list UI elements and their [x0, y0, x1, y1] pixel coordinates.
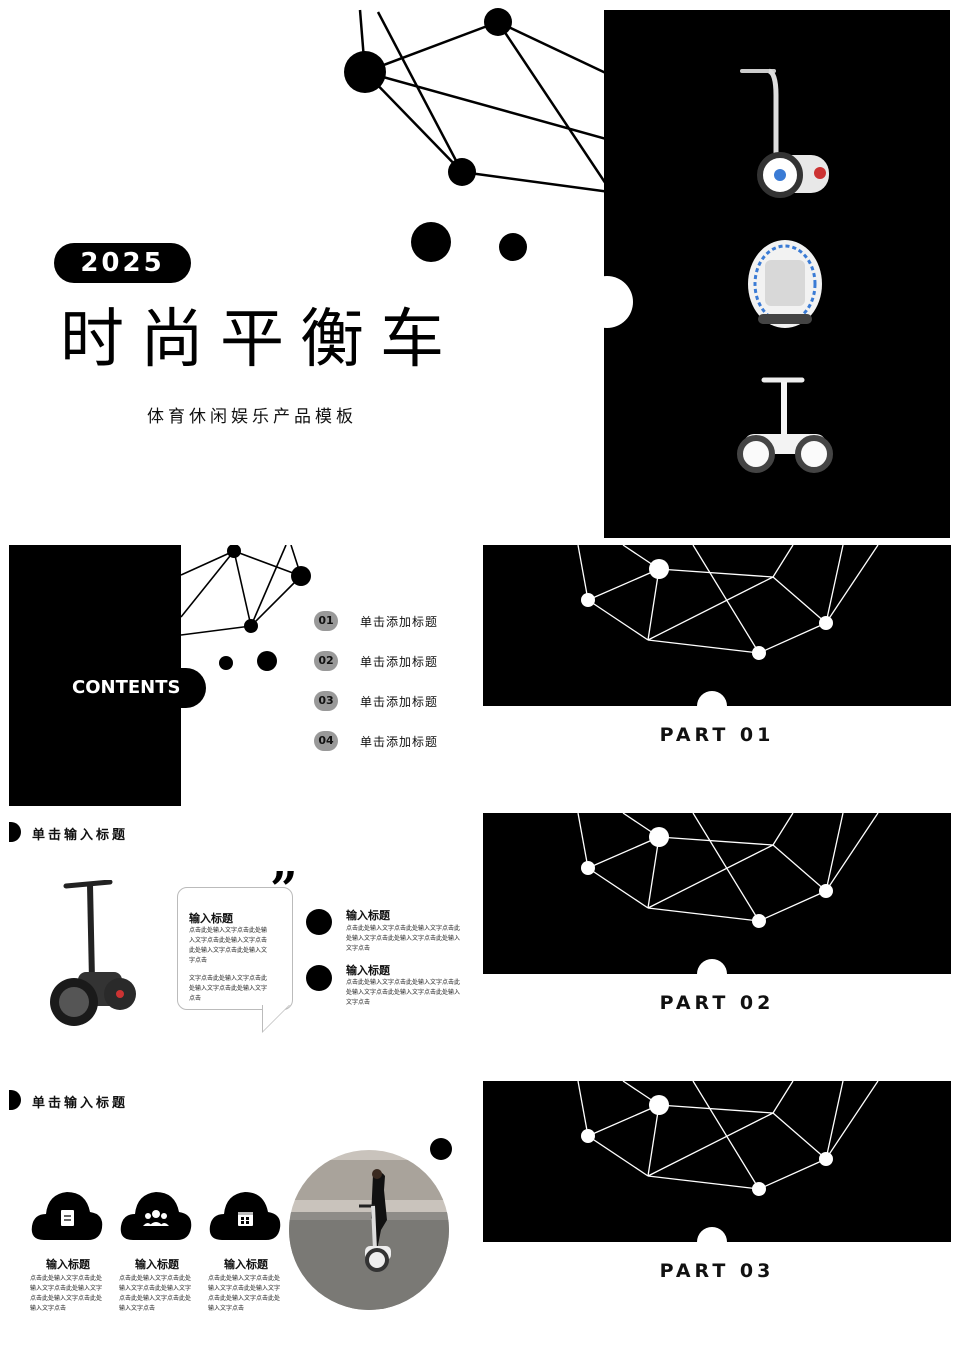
icon-text[interactable]: 点击此处输入文字点击此处输入文字点击此处输入文字点击此处输入文字点击此处输入文字… — [208, 1275, 281, 1312]
year-badge: 2025 — [54, 243, 191, 283]
part-notch — [697, 959, 727, 989]
toc-label: 单击添加标题 — [360, 734, 439, 749]
icon-text[interactable]: 点击此处输入文字点击此处输入文字点击此处输入文字点击此处输入文字点击此处输入文字… — [30, 1275, 103, 1312]
icon-title[interactable]: 输入标题 — [135, 1258, 179, 1271]
bubble-title[interactable]: 输入标题 — [189, 912, 233, 925]
toc-number: 01 — [314, 611, 338, 631]
toc-item-2[interactable]: 02 单击添加标题 — [314, 650, 438, 672]
toc-item-4[interactable]: 04 单击添加标题 — [314, 730, 438, 752]
toc-label: 单击添加标题 — [360, 654, 439, 669]
bubble-text[interactable]: 文字点击此处输入文字点击此处输入文字点击此处输入文字点击 — [189, 975, 268, 1002]
part-notch — [697, 691, 727, 721]
calendar-icon — [209, 1192, 281, 1240]
page-subtitle[interactable]: 体育休闲娱乐产品模板 — [147, 407, 357, 427]
part-label-2[interactable]: PART 02 — [659, 992, 775, 1014]
part-notch — [697, 1227, 727, 1257]
toc-label: 单击添加标题 — [360, 694, 439, 709]
quote-icon: ” — [270, 862, 298, 918]
users-icon — [120, 1192, 192, 1240]
network-lines — [577, 545, 879, 660]
contents-heading: CONTENTS — [56, 668, 206, 708]
section-marker — [9, 822, 21, 842]
item-text[interactable]: 点击此处输入文字点击此处输入文字点击此处输入文字点击此处输入文字点击此处输入文字… — [346, 925, 461, 952]
panel-notch — [581, 276, 633, 328]
document-icon — [31, 1192, 103, 1240]
product-panel — [604, 10, 950, 538]
bubble-text[interactable]: 点击此处输入文字点击此处输入文字点击此处输入文字点击此处输入文字点击此处输入文字… — [189, 927, 268, 964]
item-title[interactable]: 输入标题 — [346, 909, 390, 922]
page-title[interactable]: 时尚平衡车 — [60, 303, 460, 377]
network-lines — [577, 813, 879, 928]
part-label-1[interactable]: PART 01 — [659, 724, 775, 746]
part-2-banner — [483, 813, 951, 974]
rider-photo — [289, 1150, 449, 1310]
toc-label: 单击添加标题 — [360, 614, 439, 629]
toc-number: 03 — [314, 691, 338, 711]
item-text[interactable]: 点击此处输入文字点击此处输入文字点击此处输入文字点击此处输入文字点击此处输入文字… — [346, 979, 461, 1006]
icon-text[interactable]: 点击此处输入文字点击此处输入文字点击此处输入文字点击此处输入文字点击此处输入文字… — [119, 1275, 192, 1312]
section-title[interactable]: 单击输入标题 — [32, 828, 129, 843]
bullet-dot — [306, 909, 332, 935]
item-title[interactable]: 输入标题 — [346, 964, 390, 977]
part-1-banner — [483, 545, 951, 706]
bullet-dot — [306, 965, 332, 991]
unicycle-image — [748, 240, 822, 328]
part-label-3[interactable]: PART 03 — [659, 1260, 775, 1282]
toc-item-1[interactable]: 01 单击添加标题 — [314, 610, 438, 632]
scooter-image-1 — [740, 68, 829, 198]
segway-image — [50, 880, 136, 1026]
toc-number: 02 — [314, 651, 338, 671]
part-3-banner — [483, 1081, 951, 1242]
bubble-tail-inner — [263, 1005, 289, 1031]
toc-number: 04 — [314, 731, 338, 751]
cover-slide: 2025 时尚平衡车 体育休闲娱乐产品模板 — [0, 0, 960, 540]
icon-title[interactable]: 输入标题 — [46, 1258, 90, 1271]
network-decoration-small — [181, 545, 311, 671]
quote-bubble — [177, 887, 293, 1010]
toc-item-3[interactable]: 03 单击添加标题 — [314, 690, 438, 712]
decor-dot — [430, 1138, 452, 1160]
section-marker — [9, 1090, 21, 1110]
scooter-image-2 — [737, 377, 833, 473]
section-title[interactable]: 单击输入标题 — [32, 1096, 129, 1111]
icon-title[interactable]: 输入标题 — [224, 1258, 268, 1271]
network-lines — [577, 1081, 879, 1196]
network-decoration — [344, 8, 610, 262]
